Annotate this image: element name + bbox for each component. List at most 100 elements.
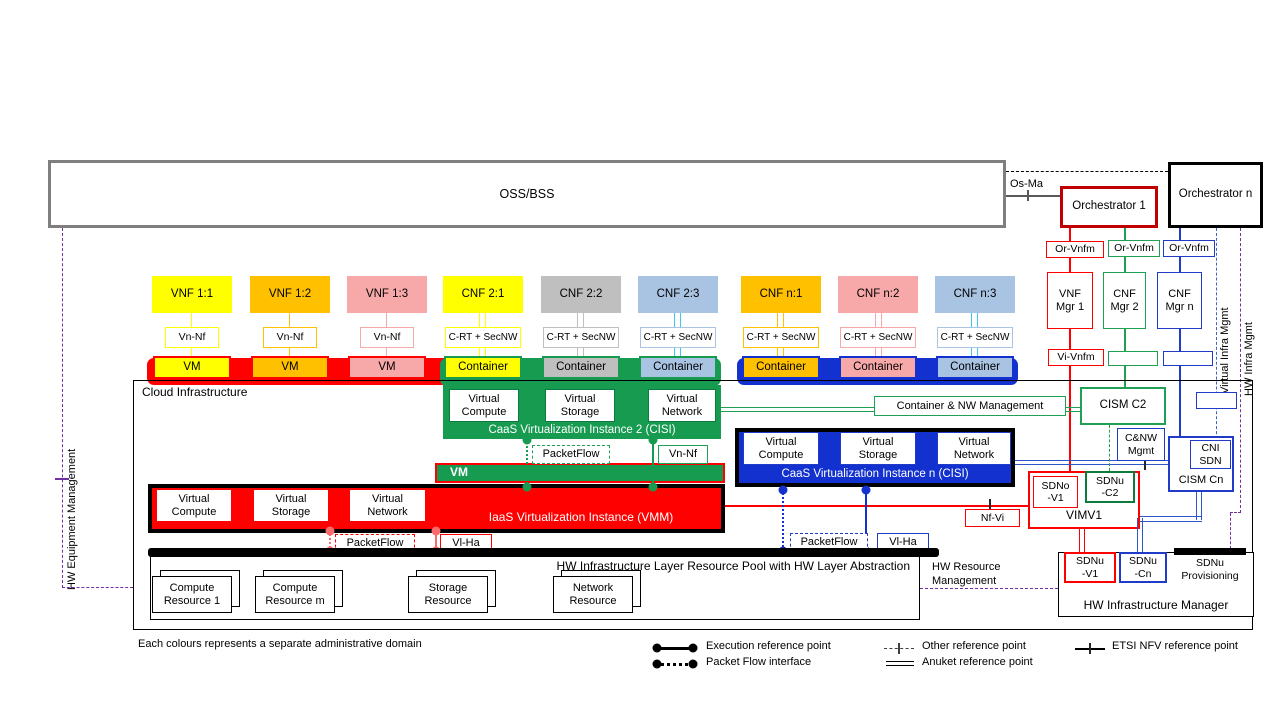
caas2-cell-compute: Virtual Compute xyxy=(449,389,519,422)
cnf-mgr-2-box: CNF Mgr 2 xyxy=(1103,272,1146,329)
legend-packetflow-dot-left xyxy=(652,659,662,669)
legend-execution-dot-left xyxy=(652,643,662,653)
iaas-cell-compute: Virtual Compute xyxy=(156,489,232,522)
virtual-infra-mgmt-label: Virtual Infra Mgmt xyxy=(1219,307,1231,394)
virtual-infra-mgmt-line xyxy=(1216,228,1217,444)
caas2-packetflow-dot-top xyxy=(522,435,532,445)
container-nw-mgmt-label: Container & NW Management xyxy=(896,399,1044,412)
vnf12-iface-box: Vn-Nf xyxy=(263,327,317,348)
legend-anuket-label: Anuket reference point xyxy=(922,656,1033,668)
vnf-1-1-box: VNF 1:1 xyxy=(152,276,232,313)
cnf23-container-box: Container xyxy=(639,356,717,379)
sdnu-provisioning-label: SDNu Provisioning xyxy=(1181,557,1239,583)
cnf23-iface-box: C-RT + SecNW xyxy=(640,327,716,348)
vi-vnfm-label: Vi-Vnfm xyxy=(1057,351,1095,364)
caasn-compute-label: Virtual Compute xyxy=(758,435,804,461)
caas2-title: CaaS Virtualization Instance 2 (CISI) xyxy=(488,424,676,436)
vm-bar xyxy=(435,463,725,483)
cnf22-container-label: Container xyxy=(556,360,606,373)
cnf-2-1-box: CNF 2:1 xyxy=(443,276,523,313)
cnfn1-container-label: Container xyxy=(756,360,806,373)
cnw-mgmt-box: C&NW Mgmt xyxy=(1117,428,1165,461)
hw-equipment-mgmt-label: HW Equipment Management xyxy=(66,448,78,590)
iaas-packetflow-dot-top xyxy=(325,526,335,536)
oss-bss-box: OSS/BSS xyxy=(48,160,1006,228)
cnf23-iface-label: C-RT + SecNW xyxy=(643,331,713,343)
hw-resource-mgmt-label: HW Resource Management xyxy=(932,561,1001,587)
compute-resource-m-box: Compute Resource m xyxy=(255,576,335,613)
cnf-n-1-box: CNF n:1 xyxy=(741,276,821,313)
cism-cn-drop-line-2 xyxy=(1140,516,1202,522)
cism-cn-drop-line-1 xyxy=(1196,492,1202,520)
caasn-packetflow-line xyxy=(782,490,784,551)
caasn-cell-storage: Virtual Storage xyxy=(840,432,916,465)
cnfn1-iface-label: C-RT + SecNW xyxy=(746,331,816,343)
caas2-vnnf-line xyxy=(652,439,654,487)
caasn-cell-network: Virtual Network xyxy=(937,432,1011,465)
sdnu-provisioning-bar xyxy=(1174,548,1246,555)
hw-resource-mgmt-line xyxy=(920,588,1058,589)
hw-infra-mgr-title: HW Infrastructure Manager xyxy=(1083,598,1229,612)
caasn-vlha-label: Vl-Ha xyxy=(889,536,917,549)
hw-abstraction-bar xyxy=(148,548,939,557)
cloud-infrastructure-label: Cloud Infrastructure xyxy=(142,385,248,399)
or-vnfm-box-red: Or-Vnfm xyxy=(1046,241,1104,258)
legend-packetflow-line xyxy=(656,663,694,666)
vnf-1-3-label: VNF 1:3 xyxy=(365,287,409,300)
network-resource-box: Network Resource xyxy=(553,576,633,613)
storage-resource-label: Storage Resource xyxy=(424,581,472,607)
cnfn2-iface-box: C-RT + SecNW xyxy=(840,327,916,348)
sdnu-v1-label: SDNu -V1 xyxy=(1075,555,1104,580)
vnf11-iface-box: Vn-Nf xyxy=(165,327,219,348)
os-ma-line xyxy=(1006,195,1060,197)
cnw-mgmt-label: C&NW Mgmt xyxy=(1124,432,1158,457)
hw-abstraction-bar-label: HW Infrastructure Layer Resource Pool wi… xyxy=(556,559,910,573)
iaas-vlha-label: Vl-Ha xyxy=(452,537,480,550)
caas2-vnnf-dot-bottom xyxy=(648,482,658,492)
legend-etsi-tick xyxy=(1089,643,1091,654)
cism-c2-sdnu-dashed-line xyxy=(1109,425,1110,471)
iaas-network-label: Virtual Network xyxy=(367,492,408,518)
vnf11-vm-box: VM xyxy=(153,356,231,379)
cnf21-container-box: Container xyxy=(444,356,522,379)
cnf22-container-box: Container xyxy=(542,356,620,379)
caas2-packetflow-line xyxy=(526,439,528,487)
vimv1-label: VIMV1 xyxy=(1065,507,1102,522)
cnf-2-3-box: CNF 2:3 xyxy=(638,276,718,313)
nf-vi-ref-tick xyxy=(989,499,991,512)
os-ma-label: Os-Ma xyxy=(1010,178,1043,190)
vnf11-vm-label: VM xyxy=(183,360,201,373)
vnf-1-2-label: VNF 1:2 xyxy=(268,287,312,300)
caasn-title: CaaS Virtualization Instance n (CISI) xyxy=(781,468,969,480)
container-nw-mgmt-box: Container & NW Management xyxy=(874,396,1066,416)
sdno-v1-box: SDNo -V1 xyxy=(1033,476,1078,508)
compute-resource-m-label: Compute Resource m xyxy=(265,581,325,607)
iaas-packetflow-line xyxy=(329,531,331,552)
cnf-n-2-label: CNF n:2 xyxy=(856,287,900,300)
hw-infra-mgmt-line-jog xyxy=(1230,512,1241,513)
cism-c2-label: CISM C2 xyxy=(1099,399,1147,412)
legend-execution-dot-right xyxy=(688,643,698,653)
vi-cnfm-box-blue-empty xyxy=(1163,351,1213,366)
mgmt-empty-blue-box xyxy=(1196,392,1237,409)
cnf-mgr-n-box: CNF Mgr n xyxy=(1157,272,1202,329)
orchn-cnfm-line-blue xyxy=(1179,228,1181,436)
or-vnfm-label-1: Or-Vnfm xyxy=(1055,243,1095,256)
iaas-cell-storage: Virtual Storage xyxy=(253,489,329,522)
cni-sdn-box: CNI SDN xyxy=(1190,440,1231,469)
vnf-mgr-1-label: VNF Mgr 1 xyxy=(1055,287,1085,313)
caasn-storage-label: Virtual Storage xyxy=(858,435,898,461)
cnf-mgr-2-label: CNF Mgr 2 xyxy=(1110,287,1139,313)
caasn-vlha-line xyxy=(865,490,867,551)
vnf12-vm-label: VM xyxy=(281,360,299,373)
cnfn1-container-box: Container xyxy=(742,356,820,379)
caas2-vnnf-dot-top xyxy=(648,435,658,445)
caas2-cell-storage: Virtual Storage xyxy=(545,389,615,422)
cnf22-iface-box: C-RT + SecNW xyxy=(543,327,619,348)
cnf21-container-label: Container xyxy=(458,360,508,373)
caas2-vnnf-label: Vn-Nf xyxy=(668,448,698,461)
orchestrator-1-label: Orchestrator 1 xyxy=(1072,200,1146,213)
sdnu-c2-label: SDNu -C2 xyxy=(1095,474,1124,499)
vnf-1-2-box: VNF 1:2 xyxy=(250,276,330,313)
hw-equipment-ref-tick xyxy=(55,478,69,480)
